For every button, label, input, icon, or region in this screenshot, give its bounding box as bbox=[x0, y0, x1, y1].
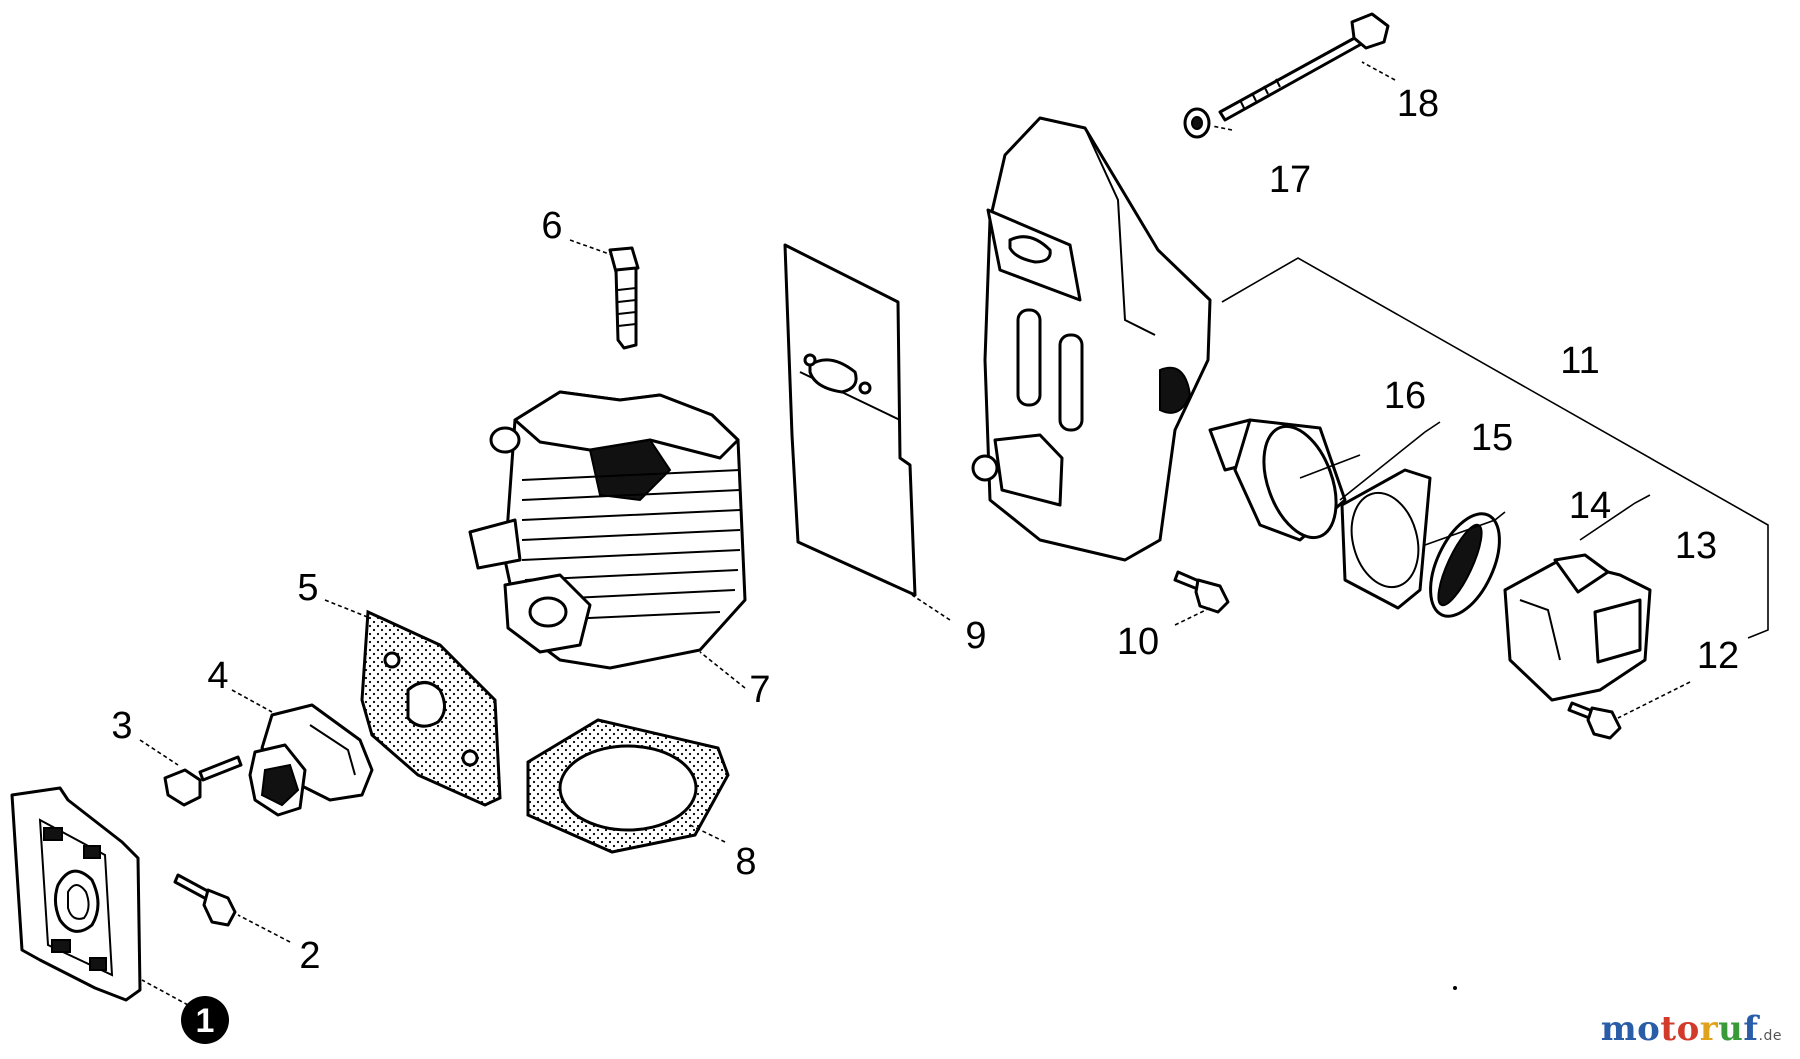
part-4-intake-insulator[interactable] bbox=[248, 703, 374, 817]
callout-4: 4 bbox=[207, 655, 228, 697]
part-10-screw[interactable] bbox=[1173, 570, 1230, 614]
callout-1-badge bbox=[181, 996, 229, 1044]
part-14-screen[interactable] bbox=[1416, 503, 1513, 626]
watermark-part-1: mo bbox=[1600, 1009, 1661, 1049]
part-16-spark-arrestor[interactable] bbox=[1208, 417, 1350, 548]
watermark-suffix: .de bbox=[1758, 1028, 1782, 1044]
part-13-muffler-cover[interactable] bbox=[1503, 553, 1652, 702]
assembly-bracket bbox=[1221, 257, 1769, 639]
watermark-part-4: u bbox=[1718, 1009, 1744, 1049]
part-7-cylinder[interactable] bbox=[468, 390, 747, 670]
callout-12: 12 bbox=[1697, 635, 1739, 677]
callout-5: 5 bbox=[297, 567, 318, 609]
callout-11: 11 bbox=[1560, 340, 1599, 382]
callout-1: 1 bbox=[196, 1002, 215, 1040]
watermark-logo: motoruf.de bbox=[1601, 1009, 1782, 1049]
callout-18: 18 bbox=[1397, 83, 1439, 125]
muffler-body[interactable] bbox=[971, 116, 1212, 562]
callout-10: 10 bbox=[1117, 621, 1159, 663]
part-5-gasket[interactable] bbox=[360, 609, 502, 807]
callout-9: 9 bbox=[965, 615, 986, 657]
callout-13: 13 bbox=[1675, 525, 1717, 567]
watermark-part-3: r bbox=[1699, 1009, 1719, 1049]
part-8-head-gasket[interactable] bbox=[526, 718, 730, 854]
part-17-washer[interactable] bbox=[1183, 107, 1211, 139]
part-6-screw[interactable] bbox=[608, 246, 640, 350]
part-1-adapter-plate[interactable] bbox=[10, 786, 142, 1002]
stray-dot bbox=[1453, 986, 1457, 990]
part-9-muffler-plate[interactable] bbox=[783, 243, 917, 597]
callout-3: 3 bbox=[111, 705, 132, 747]
callout-8: 8 bbox=[735, 841, 756, 883]
part-12-screw[interactable] bbox=[1567, 701, 1622, 740]
callout-14: 14 bbox=[1569, 485, 1611, 527]
part-15-gasket[interactable] bbox=[1340, 468, 1432, 610]
callout-6: 6 bbox=[541, 205, 562, 247]
callout-labels: 1 2 3 4 5 6 7 8 9 10 11 12 13 14 15 16 1… bbox=[111, 83, 1739, 1044]
callout-16: 16 bbox=[1384, 375, 1426, 417]
part-3-bolt[interactable] bbox=[163, 755, 243, 807]
watermark-part-5: f bbox=[1743, 1009, 1759, 1049]
part-2-bolt[interactable] bbox=[173, 873, 237, 927]
callout-2: 2 bbox=[299, 935, 320, 977]
callout-7: 7 bbox=[749, 669, 770, 711]
callout-15: 15 bbox=[1471, 417, 1513, 459]
callout-17: 17 bbox=[1269, 159, 1311, 201]
leader-lines bbox=[139, 61, 1691, 1006]
part-18-long-bolt[interactable] bbox=[1218, 12, 1390, 122]
watermark-part-2: to bbox=[1660, 1009, 1700, 1049]
